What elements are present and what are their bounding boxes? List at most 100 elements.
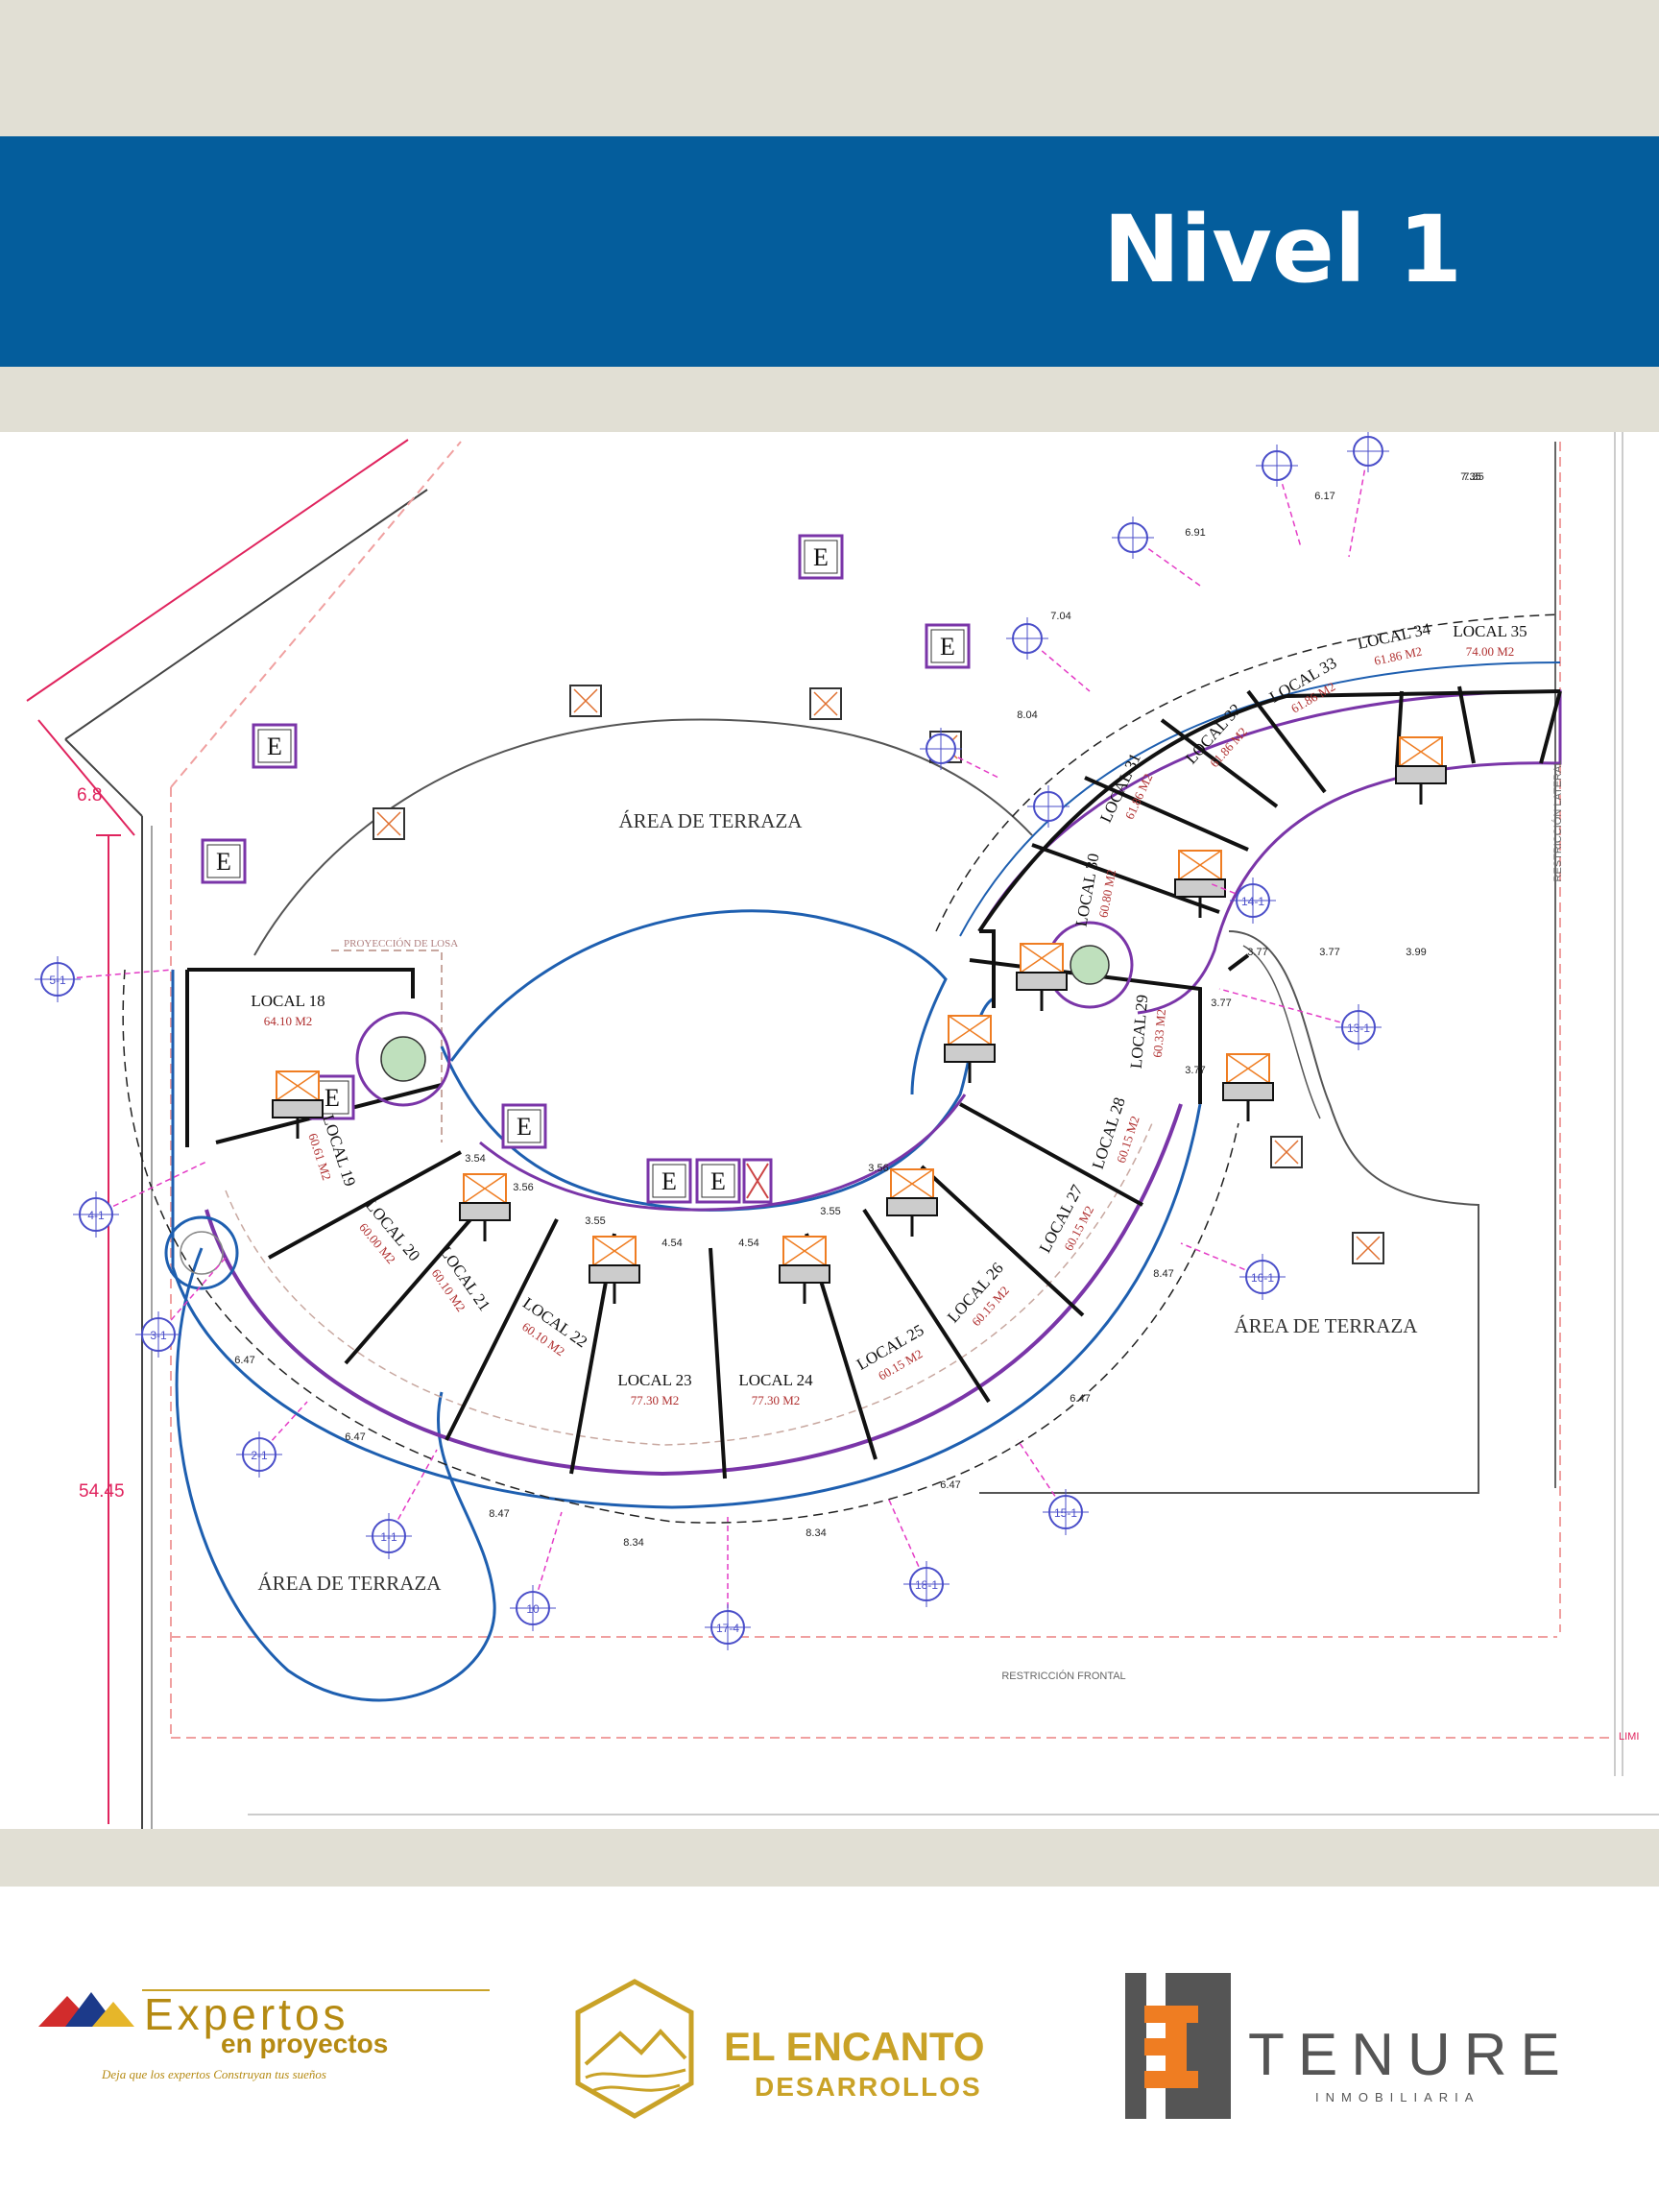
header-banner: Nivel 1: [0, 136, 1659, 367]
terrace-outline-bottom-left: [175, 1247, 496, 1702]
unit-name: LOCAL 18: [251, 992, 325, 1010]
axis-marker: 16-1: [1180, 1242, 1286, 1300]
logo-tenure: TENURE INMOBILIARIA: [1125, 1971, 1624, 2125]
axis-marker: [1027, 785, 1070, 828]
limit-label: LIMI: [1619, 1731, 1639, 1743]
axis-marker: 17-4: [705, 1517, 751, 1650]
unit-label: LOCAL 18 64.10 M2: [251, 992, 325, 1028]
axis-label: 5-1: [49, 974, 66, 987]
axis-marker: 14-1: [1209, 878, 1276, 924]
dimension-outer: 8.47: [1153, 1268, 1173, 1280]
e-marker-label: E: [325, 1084, 340, 1112]
axis-marker: [1006, 617, 1091, 692]
dimension-inner: 4.54: [661, 1238, 682, 1249]
bathroom-fixture: [886, 1168, 938, 1237]
axis-label: 2-1: [251, 1449, 268, 1462]
ring-inner-purple: [479, 1094, 967, 1212]
axis-marker: [920, 728, 999, 779]
el-encanto-mountain-icon: [575, 1979, 694, 2119]
unit-label: LOCAL 35 74.00 M2: [1453, 622, 1527, 659]
axis-label: 17-4: [716, 1622, 739, 1635]
unit-area: 77.30 M2: [631, 1393, 680, 1407]
ring-upper-blue: [959, 661, 1561, 937]
axis-label: 16-1: [1251, 1271, 1274, 1285]
dimension-ring-dashed: [122, 969, 1239, 1524]
el-encanto-line1: EL ENCANTO: [724, 2024, 985, 2069]
unit-area: 60.33 M2: [1150, 1009, 1168, 1059]
e-marker-label: E: [940, 633, 955, 661]
unit-name: LOCAL 23: [617, 1371, 691, 1389]
e-marker: E: [925, 623, 971, 669]
axis-marker: 2-1: [236, 1401, 308, 1478]
axis-marker: 10: [510, 1511, 563, 1631]
bathroom-fixture: [944, 1015, 996, 1083]
skylight-box: [1352, 1232, 1384, 1264]
top-band: [0, 0, 1659, 136]
e-marker-label: E: [661, 1167, 677, 1195]
dimension-inner: 3.77: [1319, 947, 1339, 958]
e-marker-label: E: [813, 543, 829, 571]
column-circle: [1070, 945, 1110, 985]
tenure-building-icon: [1125, 1973, 1231, 2119]
axis-label: 4-1: [87, 1209, 105, 1222]
dimension-outer: 8.04: [1017, 709, 1037, 721]
dimension-width: 6.8: [77, 785, 102, 805]
axis-marker: 5-1: [35, 956, 174, 1002]
footer: Expertos en proyectos Deja que los exper…: [0, 1887, 1659, 2212]
bathroom-fixture: [1174, 850, 1226, 918]
dimension-inner: 3.56: [868, 1163, 888, 1174]
e-marker: E: [798, 534, 844, 580]
expertos-mark-icon: [38, 1989, 490, 2027]
dimension-inner: 3.54: [465, 1153, 485, 1165]
dimension-inner: 3.55: [585, 1215, 605, 1227]
unit-name: LOCAL 24: [738, 1371, 813, 1389]
dimension-outer: 6.17: [1314, 491, 1334, 502]
dimension-outer: 8.47: [489, 1508, 509, 1520]
axis-label: 15-1: [1054, 1506, 1077, 1520]
e-marker: E: [201, 838, 247, 884]
axis-marker: 4-1: [73, 1161, 207, 1238]
dimension-inner: 3.77: [1211, 998, 1231, 1009]
axis-label: 1-1: [380, 1530, 397, 1544]
expertos-tagline: Deja que los expertos Construyan tus sue…: [102, 2067, 326, 2081]
terrace-label-right: ÁREA DE TERRAZA: [1235, 1314, 1419, 1337]
unit-name: LOCAL 35: [1453, 622, 1527, 640]
projection-slab-label: PROYECCIÓN DE LOSA: [344, 938, 458, 950]
unit-name: LOCAL 29: [1127, 994, 1152, 1070]
dimension-labels: 6.476.478.478.348.346.476.478.477.046.91…: [234, 471, 1483, 1549]
dimension-outer: 7.35: [1460, 471, 1480, 483]
axis-label: 10: [526, 1602, 540, 1616]
ring-outer-purple: [204, 1103, 1183, 1477]
terrace-label-top: ÁREA DE TERRAZA: [619, 809, 804, 832]
axis-label: 13-1: [1347, 1022, 1370, 1035]
column-circle: [380, 1036, 426, 1082]
skylight-box: [373, 807, 405, 840]
expertos-word1: Expertos: [144, 1989, 349, 2039]
e-marker: E: [695, 1158, 741, 1204]
unit-label: LOCAL 23 77.30 M2: [617, 1371, 691, 1407]
e-marker-label: E: [710, 1167, 726, 1195]
ring-upper-purple: [977, 689, 1562, 1015]
axis-label: 3-1: [150, 1329, 167, 1342]
restriction-front-label: RESTRICCIÓN FRONTAL: [1001, 1670, 1125, 1682]
axis-markers: 5-1 4-1 3-1 2-1 1-1 10 17-4 18-1 15-1 16-1 13-1 14-…: [35, 432, 1389, 1650]
dimension-outer: 7.04: [1050, 611, 1070, 622]
axis-marker: 13-1: [1218, 988, 1382, 1050]
e-marker-label: E: [517, 1113, 532, 1141]
unit-area: 64.10 M2: [264, 1014, 313, 1028]
axis-marker: 1-1: [366, 1449, 438, 1559]
dimension-outer: 6.91: [1185, 527, 1205, 539]
logo-expertos: Expertos en proyectos Deja que los exper…: [38, 1973, 499, 2088]
unit-area: 74.00 M2: [1466, 644, 1515, 659]
bathroom-fixtures: [272, 736, 1447, 1304]
terrace-outline-top: [253, 718, 1033, 956]
site-boundary: [26, 432, 1659, 1829]
axis-marker: 15-1: [1017, 1439, 1089, 1535]
dimension-outer: 6.47: [345, 1431, 365, 1443]
axis-marker: 18-1: [887, 1497, 950, 1607]
